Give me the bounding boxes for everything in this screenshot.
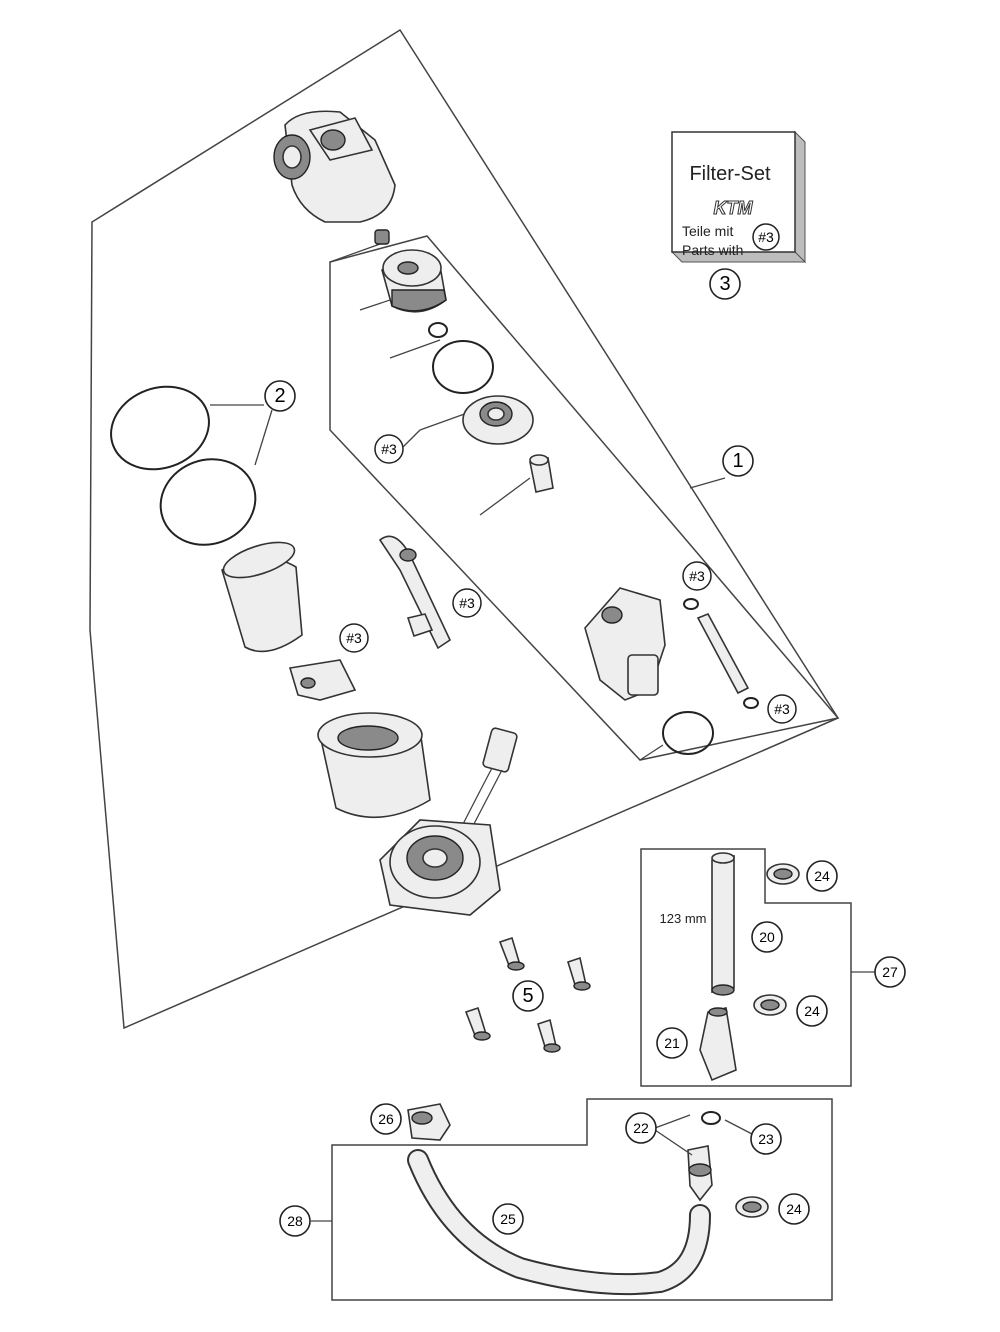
fitting-22-part (687, 1145, 713, 1202)
screw-3 (464, 1006, 491, 1041)
svg-text:28: 28 (287, 1213, 303, 1229)
filter-set-marker-d: #3 (682, 561, 712, 591)
clip-part (288, 659, 357, 701)
svg-text:22: 22 (633, 1120, 649, 1136)
filter-set-marker-c: #3 (339, 623, 369, 653)
main-assembly-frame (89, 28, 840, 1030)
callout-28: 28 (279, 1205, 311, 1237)
callout-3: 3 (709, 268, 741, 300)
clamp-26-part (407, 1103, 451, 1141)
filter-set-line1: Teile mit (682, 223, 733, 239)
svg-text:21: 21 (664, 1035, 680, 1051)
hose-length-label: 123 mm (660, 911, 707, 926)
svg-text:24: 24 (804, 1003, 820, 1019)
callout-24-top: 24 (806, 860, 838, 892)
pump-housing-part (317, 712, 431, 819)
filter-set-marker-e: #3 (767, 694, 797, 724)
callout-20: 20 (751, 921, 783, 953)
callout-25: 25 (492, 1203, 524, 1235)
spring-part (374, 229, 390, 245)
small-tube-part (529, 454, 554, 493)
o-ring-bottom (662, 711, 714, 755)
large-o-ring-2 (159, 458, 257, 546)
filter-set-marker-a: #3 (374, 434, 404, 464)
svg-text:#3: #3 (459, 595, 475, 611)
callout-21: 21 (656, 1027, 688, 1059)
pump-group-frame (329, 235, 840, 761)
pump-flange-part (379, 819, 501, 916)
callout-22: 22 (625, 1112, 657, 1144)
hose-20-part (711, 852, 735, 996)
screw-1 (498, 936, 525, 971)
small-o-ring-part (428, 322, 448, 338)
callout-26: 26 (370, 1103, 402, 1135)
svg-text:#3: #3 (381, 441, 397, 457)
large-o-ring-1 (110, 385, 210, 471)
quick-connector-21-part (699, 1007, 737, 1082)
screw-2 (567, 956, 591, 991)
filter-sock-part (221, 541, 303, 653)
callout-24-mid: 24 (796, 995, 828, 1027)
svg-text:20: 20 (759, 929, 775, 945)
svg-text:25: 25 (500, 1211, 516, 1227)
filter-set-box: Filter-Set KTM Teile mit Parts with #3 (670, 130, 807, 264)
filter-set-title: Filter-Set (689, 163, 771, 185)
hose-kit-27-frame (640, 848, 852, 1087)
svg-text:5: 5 (522, 985, 533, 1007)
svg-text:24: 24 (786, 1201, 802, 1217)
washer-1 (683, 598, 699, 610)
callout-2: 2 (264, 380, 296, 412)
regulator-part (462, 395, 534, 445)
svg-text:#3: #3 (774, 701, 790, 717)
fuel-filter-part (381, 249, 447, 313)
o-ring-part (432, 340, 494, 394)
svg-text:1: 1 (732, 450, 743, 472)
pump-head-part (273, 110, 396, 223)
washer-23-part (701, 1111, 721, 1125)
clamp-24-top (766, 863, 800, 885)
svg-text:27: 27 (882, 964, 898, 980)
filter-set-line2: Parts with (682, 242, 743, 258)
svg-text:2: 2 (274, 385, 285, 407)
washer-2 (743, 697, 759, 709)
filter-set-badge: #3 (758, 229, 774, 245)
hose-kit-28-frame (331, 1098, 833, 1301)
screw-4 (537, 1018, 561, 1053)
svg-text:24: 24 (814, 868, 830, 884)
pipe-part (696, 612, 750, 695)
callout-5: 5 (512, 980, 544, 1012)
svg-text:26: 26 (378, 1111, 394, 1127)
svg-text:23: 23 (758, 1131, 774, 1147)
callout-27: 27 (874, 956, 906, 988)
svg-text:#3: #3 (346, 630, 362, 646)
ktm-logo: KTM (714, 198, 754, 218)
level-sender-part (378, 535, 452, 650)
clamp-24-mid (753, 994, 787, 1016)
callout-24-low: 24 (778, 1193, 810, 1225)
svg-text:3: 3 (719, 273, 730, 295)
filter-set-marker-b: #3 (452, 588, 482, 618)
callout-1: 1 (722, 445, 754, 477)
clamp-24-low (735, 1196, 769, 1218)
callout-23: 23 (750, 1123, 782, 1155)
valve-block-part (584, 587, 666, 701)
svg-text:#3: #3 (689, 568, 705, 584)
